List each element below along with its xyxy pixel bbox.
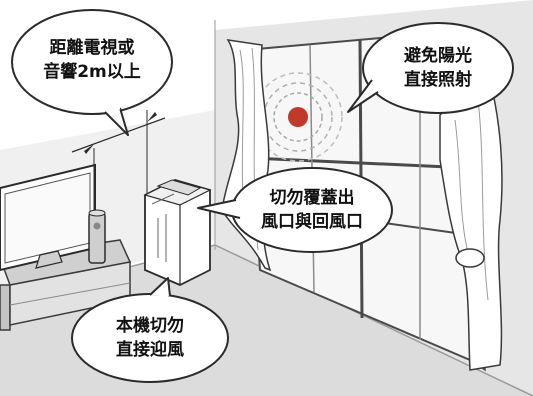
- bubble-airflow-line2: 直接迎風: [116, 340, 184, 360]
- bubble-airflow-text: 本機切勿 直接迎風: [90, 314, 210, 362]
- distance-indicator: [71, 110, 166, 210]
- bubble-distance-line2: 音響2m以上: [43, 62, 141, 82]
- bubble-airflow: [71, 277, 229, 383]
- bubble-distance-text: 距離電視或 音響2m以上: [22, 36, 162, 84]
- bubble-sunlight-line2: 直接照射: [404, 70, 472, 90]
- bubble-distance-line1: 距離電視或: [49, 38, 135, 58]
- speaker: [88, 209, 106, 264]
- bubble-vents-line2: 風口與回風口: [261, 212, 363, 232]
- bubble-sunlight-line1: 避免陽光: [404, 46, 472, 66]
- bubble-vents: [197, 167, 393, 253]
- bubble-sunlight-text: 避免陽光 直接照射: [378, 44, 498, 92]
- television: [0, 163, 96, 272]
- air-purifier: [143, 179, 212, 286]
- bubble-vents-line1: 切勿覆蓋出: [269, 188, 355, 208]
- bubble-vents-text: 切勿覆蓋出 風口與回風口: [242, 186, 382, 234]
- bubble-airflow-line1: 本機切勿: [116, 316, 184, 336]
- bubble-distance: [11, 9, 173, 136]
- bubble-sunlight: [347, 22, 514, 114]
